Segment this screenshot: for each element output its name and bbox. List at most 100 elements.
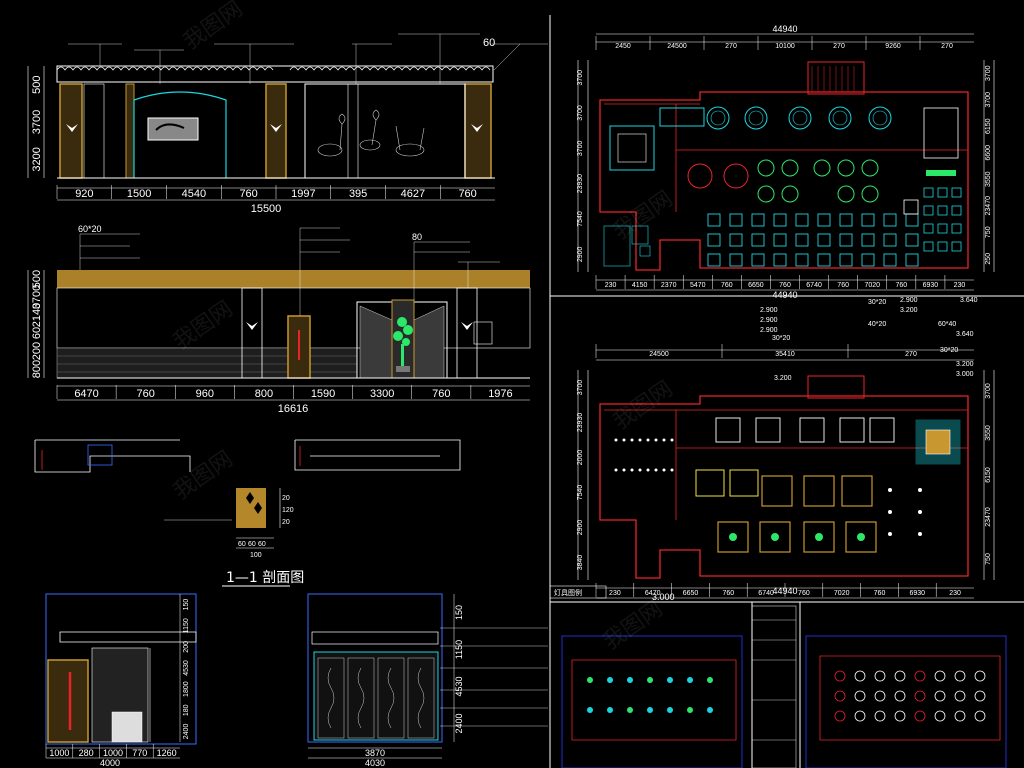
square-table xyxy=(923,223,934,234)
thumb-fixture xyxy=(647,707,653,713)
level-tag: 3.200 xyxy=(900,307,918,314)
plan-1-bottom-total: 44940 xyxy=(772,290,797,300)
square-table xyxy=(905,253,919,267)
plan-2-ceiling-panels xyxy=(695,417,895,553)
section-side-dim-3: 20 xyxy=(282,519,290,526)
plan-1-top-dimension: 270 xyxy=(725,43,737,50)
plan-1-left-dimension: 3700 xyxy=(577,140,584,156)
thumb-table xyxy=(974,670,986,682)
thumb-table xyxy=(834,670,846,682)
plan-2-left-dimension: 2000 xyxy=(577,450,584,466)
thumb-fixture xyxy=(707,707,713,713)
level-legend-item: 40*20 xyxy=(868,321,886,328)
square-table xyxy=(883,233,897,247)
square-table xyxy=(773,233,787,247)
door-1-height: 1800 xyxy=(183,681,190,697)
hall-round-table xyxy=(861,185,879,203)
elevation-1-dimension: 760 xyxy=(239,188,257,200)
round-table xyxy=(744,106,768,130)
section-dim-4: 100 xyxy=(250,552,262,559)
plan-2-light-fixtures xyxy=(614,438,922,536)
plan-2-top-dimension: 24500 xyxy=(649,351,669,358)
thumb-table xyxy=(854,690,866,702)
hall-round-table xyxy=(813,159,831,177)
plan-1-bottom-dimension: 6650 xyxy=(748,282,764,289)
plan-1-right-dimension: 3700 xyxy=(985,92,992,108)
thumb-fixture xyxy=(587,677,593,683)
watermark-3: 我图网 xyxy=(169,447,237,505)
plan-2-right-dimension: 6150 xyxy=(985,467,992,483)
hall-round-table xyxy=(837,185,855,203)
watermark-2: 我图网 xyxy=(169,297,237,355)
title-block xyxy=(751,605,797,768)
thumb-table xyxy=(914,670,926,682)
ceiling-coffer xyxy=(803,521,835,553)
watermark-6: 我图网 xyxy=(599,597,667,655)
round-table-red xyxy=(687,163,713,189)
thumb-fixture xyxy=(707,677,713,683)
thumb-table xyxy=(934,670,946,682)
elevation-2-dimension: 960 xyxy=(196,388,214,400)
downlight xyxy=(888,488,892,492)
square-table xyxy=(861,233,875,247)
ceiling-panel xyxy=(755,417,781,443)
square-table xyxy=(751,253,765,267)
detail-strips xyxy=(34,439,461,473)
level-legend-item: 30*20 xyxy=(868,299,886,306)
level-tag: 2.900 xyxy=(760,307,778,314)
door-1-dimension: 1260 xyxy=(157,748,177,758)
plan-2-level-tags: 2.9002.9002.9002.9003.2003.2003.6403.640… xyxy=(760,297,978,382)
elevation-1-callout: 60 xyxy=(483,37,495,49)
elevation-1-dimension: 920 xyxy=(75,188,93,200)
plan-2-left-dimension: 7540 xyxy=(577,485,584,501)
plan-1-bottom-dimension: 6740 xyxy=(806,282,822,289)
elevation-2-dimension: 1590 xyxy=(311,388,335,400)
ceiling-coffer xyxy=(759,521,791,553)
ceiling-light xyxy=(857,533,865,541)
downlight xyxy=(638,438,642,442)
plan-1-right-dimension: 3550 xyxy=(985,171,992,187)
door-1-dimension: 770 xyxy=(132,748,147,758)
plan-1-right-dimension: 250 xyxy=(985,253,992,265)
section-dim-3: 60 xyxy=(258,541,266,548)
section-side-dim-1: 20 xyxy=(282,495,290,502)
elevation-2-height: 3700 xyxy=(31,285,43,309)
ceiling-coffer xyxy=(803,475,835,507)
thumb-fixture xyxy=(687,677,693,683)
thumb-fixture xyxy=(667,707,673,713)
plan-1-right-dimension: 6150 xyxy=(985,118,992,134)
thumb-table xyxy=(834,690,846,702)
square-table xyxy=(817,213,831,227)
plan-2-bottom-level: 3.000 xyxy=(652,592,675,602)
section-title: 1—1 剖面图 xyxy=(226,570,304,586)
plan-1-bottom-dimension: 6930 xyxy=(923,282,939,289)
round-table xyxy=(828,106,852,130)
plan-1-hall-tables xyxy=(707,187,962,267)
door-2-height: 150 xyxy=(454,605,464,620)
plan-1-bottom-dimension: 230 xyxy=(954,282,966,289)
elevation-2-height: 500 xyxy=(31,270,43,288)
door-1-dimension: 1000 xyxy=(49,748,69,758)
ceiling-light xyxy=(729,533,737,541)
elevation-2-height: 60 xyxy=(31,327,43,339)
plan-1-bottom-dimension: 760 xyxy=(779,282,791,289)
plan-2-bottom-dimension: 760 xyxy=(874,590,886,597)
square-table xyxy=(795,253,809,267)
elevation-2-total-dimension: 16616 xyxy=(278,403,309,415)
square-table xyxy=(795,233,809,247)
thumbnail-plan-a-fixtures xyxy=(587,677,713,713)
thumb-fixture xyxy=(687,707,693,713)
thumb-fixture xyxy=(627,677,633,683)
plan-1-bottom-dimension: 760 xyxy=(721,282,733,289)
plan-1-right-dimension: 6600 xyxy=(985,145,992,161)
plan-2-top-dimension: 270 xyxy=(905,351,917,358)
plan-2-bottom-dimension: 760 xyxy=(798,590,810,597)
plan-1-right-dimension: 23470 xyxy=(985,196,992,216)
